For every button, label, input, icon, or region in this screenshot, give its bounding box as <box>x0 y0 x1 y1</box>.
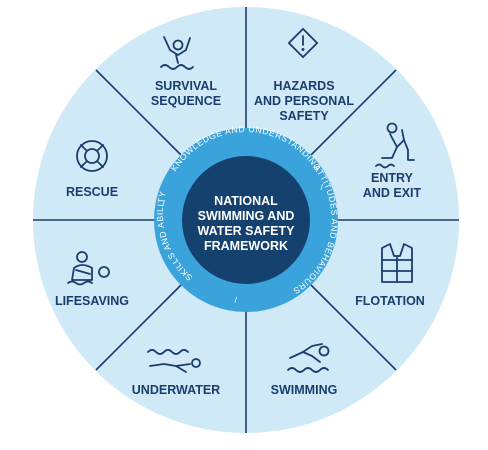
segment-underwater: UNDERWATER <box>132 349 220 397</box>
svg-text:WATER SAFETY: WATER SAFETY <box>198 224 296 238</box>
svg-text:RESCUE: RESCUE <box>66 185 118 199</box>
ring-separator: / <box>163 198 166 208</box>
survival-icon <box>160 36 194 70</box>
lifebuoy-icon <box>76 140 108 172</box>
svg-text:SURVIVAL: SURVIVAL <box>155 79 217 93</box>
segment-swimming: SWIMMING <box>271 343 338 397</box>
ring-separator: / <box>321 182 324 192</box>
svg-text:NATIONAL: NATIONAL <box>214 194 278 208</box>
segment-rescue: RESCUE <box>66 140 118 199</box>
svg-text:ENTRY: ENTRY <box>371 171 414 185</box>
svg-text:LIFESAVING: LIFESAVING <box>55 294 129 308</box>
segment-flotation: FLOTATION <box>355 243 425 308</box>
segment-dividers <box>33 7 459 433</box>
svg-text:SAFETY: SAFETY <box>279 109 329 123</box>
pool-entry-icon <box>375 122 415 169</box>
segment-entry: ENTRY AND EXIT <box>363 122 422 200</box>
svg-text:UNDERWATER: UNDERWATER <box>132 383 220 397</box>
svg-text:SEQUENCE: SEQUENCE <box>151 94 221 108</box>
segment-hazards: HAZARDS AND PERSONAL SAFETY <box>254 27 354 123</box>
svg-text:FLOTATION: FLOTATION <box>355 294 425 308</box>
svg-text:AND EXIT: AND EXIT <box>363 186 422 200</box>
center-circle <box>182 156 310 284</box>
svg-text:FRAMEWORK: FRAMEWORK <box>204 239 288 253</box>
svg-text:AND PERSONAL: AND PERSONAL <box>254 94 354 108</box>
svg-text:SWIMMING: SWIMMING <box>271 383 338 397</box>
swimmer-icon <box>287 343 330 373</box>
life-jacket-icon <box>381 243 413 283</box>
ring-separator: / <box>235 295 238 305</box>
underwater-swimmer-icon <box>147 349 201 373</box>
svg-text:HAZARDS: HAZARDS <box>273 79 334 93</box>
svg-text:SWIMMING AND: SWIMMING AND <box>198 209 295 223</box>
segment-survival: SURVIVAL SEQUENCE <box>151 36 221 108</box>
segment-lifesaving: LIFESAVING <box>55 251 129 308</box>
lifesaving-icon <box>67 251 110 286</box>
hazard-warning-icon <box>287 27 319 59</box>
center-title: NATIONAL SWIMMING AND WATER SAFETY FRAME… <box>198 194 296 253</box>
